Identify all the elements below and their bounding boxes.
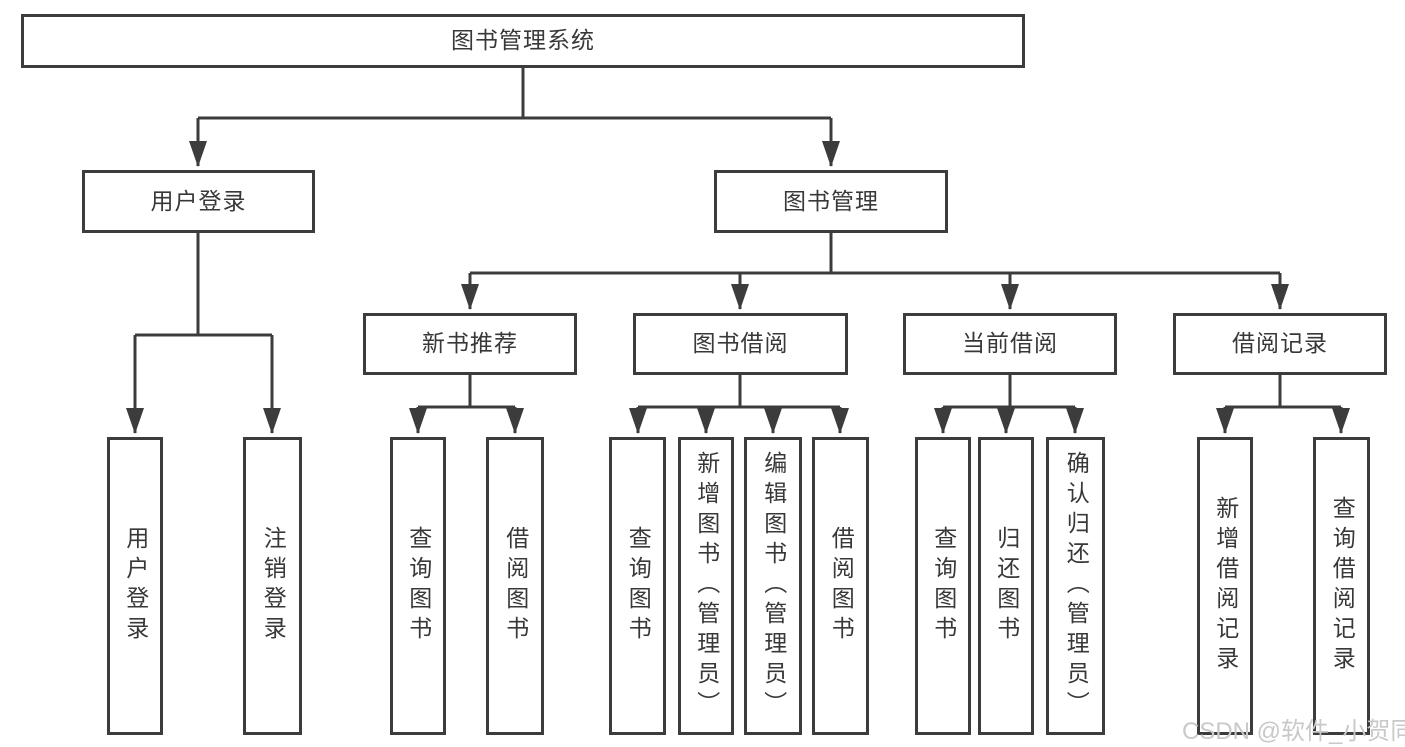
leaf-add-borrow-record: 新增借阅记录 <box>1197 437 1253 735</box>
node-book-borrow: 图书借阅 <box>633 313 848 375</box>
node-user-login: 用户登录 <box>82 170 315 233</box>
node-label: 查询图书 <box>405 526 432 646</box>
node-label: 归还图书 <box>993 526 1020 646</box>
leaf-query-book-3: 查询图书 <box>915 437 971 735</box>
node-label: 新书推荐 <box>422 330 518 357</box>
leaf-query-book-1: 查询图书 <box>390 437 446 735</box>
node-label: 新增借阅记录 <box>1212 496 1239 676</box>
node-label: 当前借阅 <box>962 330 1058 357</box>
node-label: 查询图书 <box>930 526 957 646</box>
node-label: 新增图书（管理员） <box>693 451 720 721</box>
node-library-management-system: 图书管理系统 <box>21 14 1025 68</box>
node-book-management: 图书管理 <box>714 170 948 233</box>
node-label: 用户登录 <box>150 187 247 214</box>
node-label: 图书借阅 <box>692 330 789 357</box>
node-label: 借阅图书 <box>828 526 855 646</box>
node-label: 查询借阅记录 <box>1329 496 1356 676</box>
csdn-watermark: CSDN @软件_小贺同学 <box>1182 718 1405 745</box>
node-new-book-recommend: 新书推荐 <box>363 313 577 375</box>
node-current-borrow: 当前借阅 <box>903 313 1117 375</box>
leaf-confirm-return-admin: 确认归还（管理员） <box>1046 437 1105 735</box>
leaf-add-book-admin: 新增图书（管理员） <box>678 437 734 735</box>
leaf-borrow-book-1: 借阅图书 <box>486 437 544 735</box>
leaf-user-login: 用户登录 <box>107 437 163 735</box>
node-label: 借阅记录 <box>1232 330 1328 357</box>
node-label: 借阅图书 <box>502 526 529 646</box>
leaf-query-borrow-record: 查询借阅记录 <box>1313 437 1370 735</box>
node-borrow-records: 借阅记录 <box>1173 313 1387 375</box>
leaf-return-book: 归还图书 <box>978 437 1034 735</box>
node-label: 用户登录 <box>122 526 149 646</box>
node-label: 注销登录 <box>260 526 287 646</box>
leaf-borrow-book-2: 借阅图书 <box>812 437 869 735</box>
node-label: 编辑图书（管理员） <box>760 451 787 721</box>
leaf-logout: 注销登录 <box>243 437 302 735</box>
leaf-edit-book-admin: 编辑图书（管理员） <box>744 437 802 735</box>
node-label: 图书管理 <box>783 187 879 214</box>
node-label: 确认归还（管理员） <box>1063 451 1090 721</box>
node-label: 图书管理系统 <box>451 27 595 54</box>
node-label: 查询图书 <box>625 526 652 646</box>
leaf-query-book-2: 查询图书 <box>609 437 666 735</box>
